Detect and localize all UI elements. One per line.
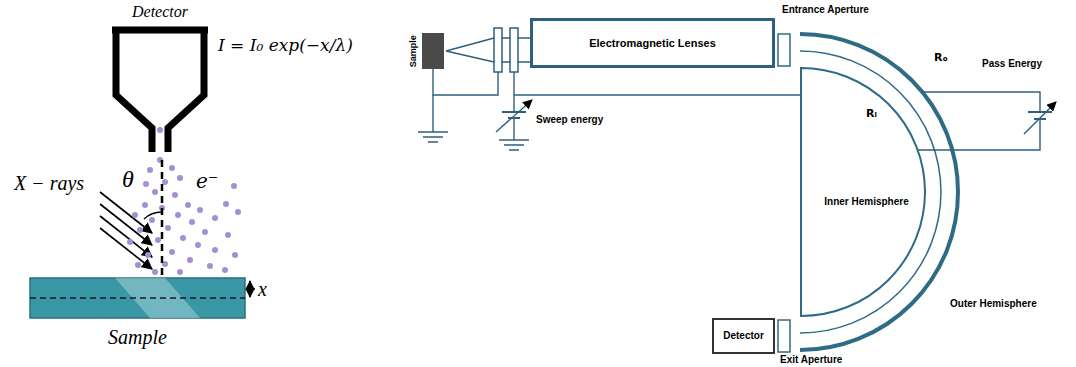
angle-label: θ xyxy=(122,166,134,194)
depth-arrow xyxy=(249,281,251,297)
electron-dot xyxy=(157,127,163,133)
radius-label: Rᵢ xyxy=(866,108,877,121)
lens-entrance xyxy=(446,28,530,72)
attenuation-formula: I = I₀ exp(−x/λ) xyxy=(218,36,353,56)
sample-layer: Sample xyxy=(30,278,245,318)
sweep-circuit xyxy=(418,69,800,150)
surface-normal xyxy=(161,160,164,278)
hemisphere-outline xyxy=(801,68,925,316)
sample-layer-shape xyxy=(30,278,245,318)
radius-label: Rₒ xyxy=(934,52,948,65)
outer-hemisphere xyxy=(800,34,958,350)
probed-volume xyxy=(115,278,200,318)
voltage-label: Pass Energy xyxy=(982,58,1042,70)
angle-arc xyxy=(144,212,162,219)
aperture-label: Entrance Aperture xyxy=(782,4,869,16)
inner-hemisphere: Inner Hemisphere xyxy=(800,67,925,317)
pass-energy-circuit xyxy=(918,92,1056,150)
part-label: Outer Hemisphere xyxy=(950,298,1037,310)
node-text: Inner Hemisphere xyxy=(824,196,908,208)
depth-line xyxy=(30,297,245,299)
sample-label: Sample xyxy=(408,35,418,67)
aperture-label: Exit Aperture xyxy=(780,354,842,366)
detector-box: Detector xyxy=(712,318,775,354)
sample-layer xyxy=(30,278,245,318)
x-ray-arrows xyxy=(100,192,152,269)
detector-icon xyxy=(112,30,208,152)
electron-label: e⁻ xyxy=(196,170,218,193)
photoelectrons xyxy=(127,157,241,275)
node-text: Electromagnetic Lenses xyxy=(589,37,716,50)
node-text: Detector xyxy=(723,330,764,342)
lens-column: Electromagnetic Lenses xyxy=(530,18,775,68)
x-ray-label: X − rays xyxy=(14,172,84,195)
sample-holder xyxy=(422,33,444,69)
electron-trajectory xyxy=(800,51,941,333)
detector-label: Detector xyxy=(132,3,188,21)
voltage-label: Sweep energy xyxy=(536,114,603,126)
node-text: Sample xyxy=(108,326,167,349)
depth-label: x xyxy=(258,278,267,301)
inner-hemisphere-shape xyxy=(800,67,925,317)
aperture-plates xyxy=(778,34,790,352)
